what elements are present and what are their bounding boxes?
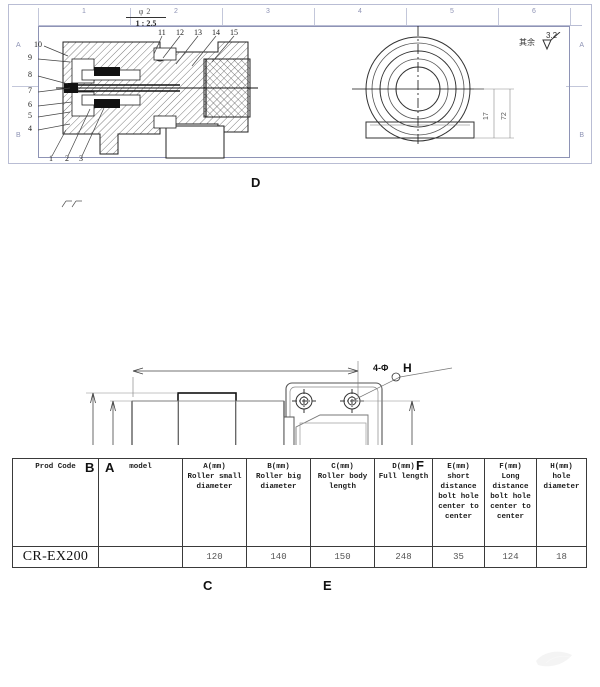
grid-row-label-a-right: A <box>579 42 584 49</box>
grid-tick <box>570 8 571 25</box>
hole-count-note: 4-Φ <box>373 363 389 373</box>
scale-symbol: φ <box>138 7 147 16</box>
grid-row-label-b: B <box>16 132 21 139</box>
callout-5: 5 <box>28 111 32 120</box>
grid-tick <box>130 8 131 25</box>
header-unit: C(mm) <box>331 463 354 471</box>
surface-finish-note: 其余 3.2 <box>519 31 566 52</box>
specification-table: Prod Code model A(mm) Roller small diame… <box>12 458 587 568</box>
scale-ratio-value: 1 : 2.5 <box>135 19 157 28</box>
header-unit: D(mm) <box>392 463 415 471</box>
cell-d: 248 <box>374 546 433 568</box>
grid-column-label-6: 6 <box>532 8 536 15</box>
table-header-row: Prod Code model A(mm) Roller small diame… <box>12 458 587 547</box>
grid-tick <box>222 8 223 25</box>
callout-1: 1 <box>49 154 53 163</box>
table-header-b: B(mm) Roller big diameter <box>246 458 311 547</box>
grid-tick <box>314 8 315 25</box>
callout-14: 14 <box>212 28 220 37</box>
header-desc: Long distance bolt hole center to center <box>490 473 531 521</box>
dimension-label-c: C <box>203 578 213 593</box>
grid-tick <box>12 86 38 87</box>
surface-finish-label: 其余 <box>519 37 535 47</box>
cell-model <box>98 546 183 568</box>
grid-tick <box>498 8 499 25</box>
table-header-h: H(mm) hole diameter <box>536 458 587 547</box>
table-header-e: E(mm) short distance bolt hole center to… <box>432 458 485 547</box>
grid-column-label-5: 5 <box>450 8 454 15</box>
sheet-grid-top-line <box>38 25 582 26</box>
cell-f: 124 <box>484 546 537 568</box>
header-desc: Roller small diameter <box>187 473 242 491</box>
header-unit: E(mm) <box>447 463 470 471</box>
table-header-a: A(mm) Roller small diameter <box>182 458 247 547</box>
cell-e: 35 <box>432 546 485 568</box>
table-header-prod-code: Prod Code <box>12 458 99 547</box>
grid-column-label-3: 3 <box>266 8 270 15</box>
table-row: CR-EX200 120 140 150 248 35 124 18 <box>12 546 587 568</box>
callout-7: 7 <box>28 86 32 95</box>
grid-row-label-b-right: B <box>579 132 584 139</box>
header-unit: A(mm) <box>203 463 226 471</box>
svg-text:72: 72 <box>501 112 508 120</box>
header-unit: Prod Code <box>35 463 76 471</box>
callout-12: 12 <box>176 28 184 37</box>
callout-8: 8 <box>28 70 32 79</box>
callout-4: 4 <box>28 124 32 133</box>
grid-column-label-2: 2 <box>174 8 178 15</box>
grid-column-label-1: 1 <box>82 8 86 15</box>
cell-c: 150 <box>310 546 375 568</box>
table-header-f: F(mm) Long distance bolt hole center to … <box>484 458 537 547</box>
sheet-outer-frame <box>8 4 592 164</box>
header-unit: F(mm) <box>499 463 522 471</box>
callout-3: 3 <box>79 154 83 163</box>
header-desc: Roller big diameter <box>255 473 301 491</box>
cell-b: 140 <box>246 546 311 568</box>
table-header-d: D(mm) Full length <box>374 458 433 547</box>
table-header-c: C(mm) Roller body length <box>310 458 375 547</box>
header-desc: hole diameter <box>543 473 580 491</box>
cell-a: 120 <box>182 546 247 568</box>
drawing-sheet-border: 1 2 3 4 5 6 A B A B φ2 1 : 2.5 其余 3.2 <box>8 4 592 164</box>
watermark-logo <box>536 651 572 667</box>
header-desc: short distance bolt hole center to cente… <box>438 473 479 521</box>
dimension-label-d: D <box>251 175 261 190</box>
header-unit: H(mm) <box>550 463 573 471</box>
table-header-model: model <box>98 458 183 547</box>
callout-15: 15 <box>230 28 238 37</box>
scale-divider-rule <box>126 17 166 18</box>
header-desc: Roller body length <box>317 473 368 491</box>
svg-text:17: 17 <box>483 112 490 120</box>
callout-11: 11 <box>158 28 166 37</box>
header-unit: B(mm) <box>267 463 290 471</box>
grid-row-label-a: A <box>16 42 21 49</box>
cell-prod-code: CR-EX200 <box>12 546 99 568</box>
main-dimensioned-drawing: D B A C E F 4-Φ H <box>0 165 600 593</box>
grid-column-label-4: 4 <box>358 8 362 15</box>
callout-2: 2 <box>65 154 69 163</box>
dimension-label-e: E <box>323 578 332 593</box>
header-unit: model <box>129 463 152 471</box>
grid-tick <box>38 8 39 25</box>
dimension-label-h: H <box>403 361 412 375</box>
cross-section-view: 17 72 <box>37 26 514 159</box>
scale-annotation: φ2 1 : 2.5 <box>126 8 166 28</box>
header-desc: Full length <box>378 473 429 481</box>
scale-top-label: 2 <box>146 7 154 16</box>
callout-10: 10 <box>34 40 42 49</box>
surface-finish-value: 3.2 <box>546 31 558 40</box>
callout-13: 13 <box>194 28 202 37</box>
cell-h: 18 <box>536 546 587 568</box>
grid-tick <box>406 8 407 25</box>
surface-roughness-icon: 3.2 <box>540 31 566 52</box>
callout-9: 9 <box>28 53 32 62</box>
grid-tick <box>566 86 588 87</box>
callout-6: 6 <box>28 100 32 109</box>
